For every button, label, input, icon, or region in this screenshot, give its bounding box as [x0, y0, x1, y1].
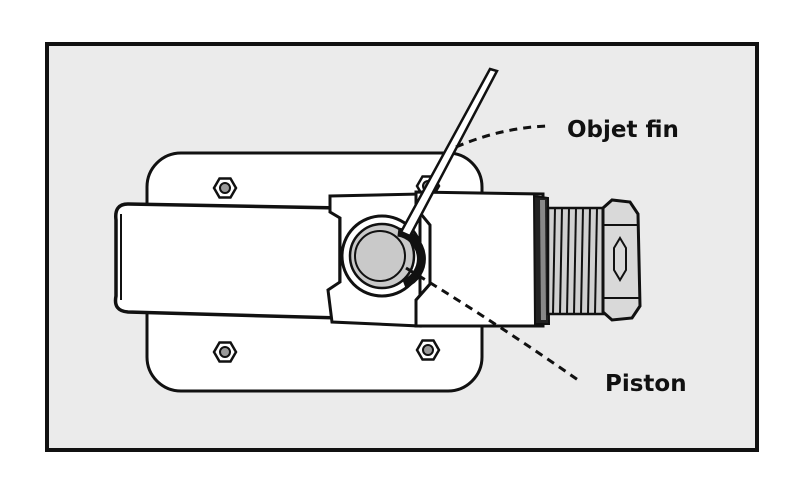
thin-object [399, 67, 499, 238]
leader-line-thin-object [455, 124, 548, 149]
hex-bolt-icon [212, 177, 238, 199]
hex-bolt-icon [212, 341, 238, 363]
hex-bolt-icon [415, 339, 441, 361]
latch-bar [113, 202, 342, 320]
leader-line-piston [405, 266, 579, 382]
cylinder-body [414, 190, 545, 328]
threaded-section [546, 206, 608, 316]
hex-nut-icon [601, 198, 642, 322]
label-thin-object: Objet fin [567, 117, 679, 143]
label-piston: Piston [605, 371, 687, 397]
